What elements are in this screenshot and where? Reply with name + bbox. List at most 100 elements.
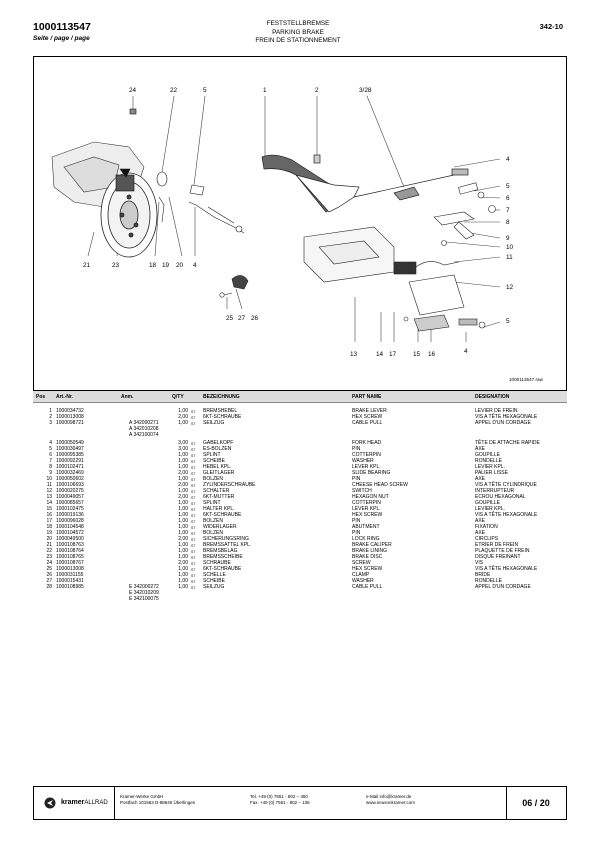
cell-de: SEILZUG bbox=[203, 584, 225, 590]
cell-art: 1000013008 bbox=[56, 414, 84, 420]
company-address: Kramer-Werke GmbH Postfach 101563 D-8864… bbox=[120, 794, 195, 806]
cell-fr: AXE bbox=[475, 530, 486, 536]
cell-en: SLIDE BEARING bbox=[352, 470, 391, 476]
cell-qty: 1,00 bbox=[178, 512, 188, 518]
cell-qty: 2,00 bbox=[178, 560, 188, 566]
cell-fr: CIRCLIPS bbox=[475, 536, 499, 542]
cell-art: 1000108985 bbox=[56, 584, 84, 590]
cell-unit: ST bbox=[191, 422, 196, 426]
cell-art: 1000049057 bbox=[56, 494, 84, 500]
parking-brake-drawing bbox=[51, 95, 501, 342]
contact-web: e-Mail info@kramer.de www.neusonkramer.c… bbox=[366, 794, 415, 806]
cell-qty: 1,00 bbox=[178, 584, 188, 590]
cell-qty: 1,00 bbox=[178, 566, 188, 572]
phone: Tel. +49 (0) 7551 - 802 – 450 bbox=[250, 794, 308, 799]
callout-26: 26 bbox=[251, 315, 259, 322]
cell-de: SPLINT bbox=[203, 452, 221, 458]
title-de: FESTSTELLBREMSE bbox=[266, 20, 330, 27]
col-anm: Anm. bbox=[121, 394, 134, 400]
cell-unit: ST bbox=[191, 496, 196, 500]
cell-pos: 12 bbox=[46, 488, 52, 494]
cell-de: SCHEIBE bbox=[203, 458, 225, 464]
cell-anm-line: E 342010209 bbox=[129, 590, 159, 596]
callout-22: 22 bbox=[170, 87, 178, 94]
callout-8: 8 bbox=[506, 219, 510, 226]
cell-de: BREMSSCHEIBE bbox=[203, 554, 243, 560]
callout-5b: 5 bbox=[506, 183, 510, 190]
drawing-id: 1000113547.raw bbox=[509, 377, 543, 382]
brand-logo: kramerALLRAD bbox=[61, 799, 108, 806]
cell-unit: ST bbox=[191, 520, 196, 524]
cell-pos: 23 bbox=[46, 554, 52, 560]
cell-art: 1000108765 bbox=[56, 554, 84, 560]
cell-en: BRAKE DISC bbox=[352, 554, 383, 560]
cell-pos: 15 bbox=[46, 506, 52, 512]
cell-art: 1000096028 bbox=[56, 518, 84, 524]
cell-art: 1000032469 bbox=[56, 470, 84, 476]
kramer-logo-icon bbox=[44, 797, 56, 809]
cell-qty: 3,00 bbox=[178, 446, 188, 452]
callout-16: 16 bbox=[428, 351, 436, 358]
cell-pos: 20 bbox=[46, 536, 52, 542]
cell-en: PIN bbox=[352, 518, 361, 524]
cell-unit: ST bbox=[191, 466, 196, 470]
cell-qty: 1,00 bbox=[178, 464, 188, 470]
cell-de: SCHELLE bbox=[203, 572, 226, 578]
cell-de: SICHERUNGSRING bbox=[203, 536, 249, 542]
cell-anm-line: E 342100075 bbox=[129, 596, 159, 602]
callout-15: 15 bbox=[413, 351, 421, 358]
callout-6: 6 bbox=[506, 195, 510, 202]
cell-pos: 25 bbox=[46, 566, 52, 572]
cell-fr: LEVIER DE FREIN bbox=[475, 408, 518, 414]
cell-art: 1000102475 bbox=[56, 506, 84, 512]
cell-fr: RONDELLE bbox=[475, 458, 502, 464]
cell-pos: 13 bbox=[46, 494, 52, 500]
cell-pos: 27 bbox=[46, 578, 52, 584]
callout-25: 25 bbox=[226, 315, 234, 322]
cell-de: BREMSSATTEL KPL. bbox=[203, 542, 252, 548]
callout-13: 13 bbox=[350, 351, 358, 358]
cell-de: 6KT-SCHRAUBE bbox=[203, 414, 242, 420]
cell-de: 6KT-SCHRAUBE bbox=[203, 512, 242, 518]
cell-unit: ST bbox=[191, 416, 196, 420]
cell-fr: AXE bbox=[475, 518, 486, 524]
cell-en: LOCK RING bbox=[352, 536, 380, 542]
cell-fr: PLAQUETTE DE FREIN bbox=[475, 548, 530, 554]
cell-pos: 11 bbox=[46, 482, 52, 488]
cell-art: 1000108764 bbox=[56, 548, 84, 554]
cell-en: CABLE PULL bbox=[352, 584, 383, 590]
cell-pos: 28 bbox=[46, 584, 52, 590]
cell-pos: 21 bbox=[46, 542, 52, 548]
callout-24: 24 bbox=[129, 87, 137, 94]
cell-art: 1000108767 bbox=[56, 560, 84, 566]
cell-de: SCHEIBE bbox=[203, 578, 225, 584]
callout-14: 14 bbox=[376, 351, 384, 358]
cell-fr: AXE bbox=[475, 476, 486, 482]
cell-de: HEBEL KPL. bbox=[203, 464, 232, 470]
callout-3-28: 3/28 bbox=[359, 87, 372, 94]
cell-qty: 1,00 bbox=[178, 476, 188, 482]
cell-qty: 2,00 bbox=[178, 470, 188, 476]
cell-en: PIN bbox=[352, 530, 361, 536]
cell-art: 1000108763 bbox=[56, 542, 84, 548]
cell-qty: 1,00 bbox=[178, 572, 188, 578]
cell-de: GABELKOPF bbox=[203, 440, 234, 446]
cell-art: 1000030497 bbox=[56, 446, 84, 452]
callout-1: 1 bbox=[263, 87, 267, 94]
cell-de: BOLZEN bbox=[203, 530, 224, 536]
cell-en: COTTERPIN bbox=[352, 500, 381, 506]
company-postbox: Postfach 101563 D-88645 Überlingen bbox=[120, 800, 196, 806]
cell-art: 1000106693 bbox=[56, 482, 84, 488]
cell-fr: DISQUE FREINANT bbox=[475, 554, 521, 560]
cell-fr: RONDELLE bbox=[475, 578, 502, 584]
callout-23: 23 bbox=[112, 262, 120, 269]
cell-de: BOLZEN bbox=[203, 518, 224, 524]
